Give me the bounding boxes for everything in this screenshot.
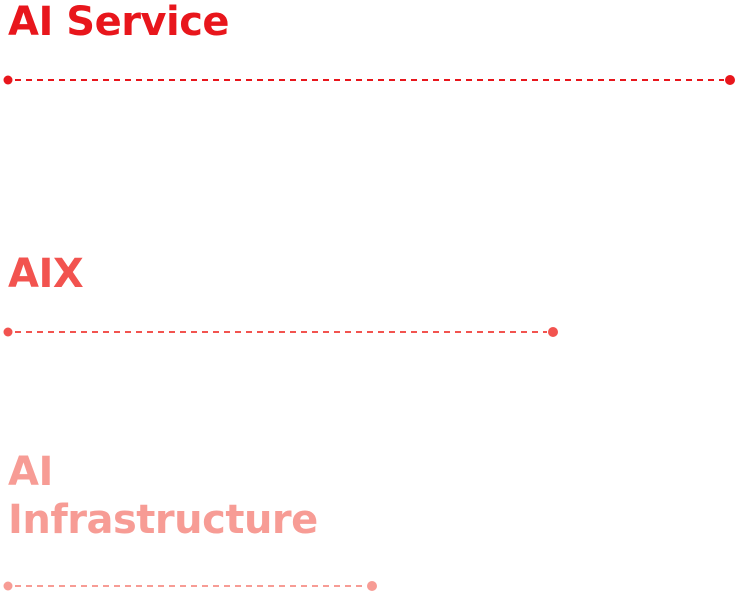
tier-connector-ai-infrastructure	[0, 580, 380, 592]
connector-end-dot	[367, 581, 377, 591]
tier-title-aix: AIX	[8, 251, 84, 297]
tier-title-ai-service: AI Service	[8, 0, 230, 45]
connector-start-dot	[3, 327, 13, 337]
tier-connector-aix	[0, 326, 560, 338]
connector-start-dot	[3, 75, 13, 85]
connector-end-dot	[548, 327, 558, 337]
tier-title-ai-infrastructure-line-2: Infrastructure	[8, 497, 318, 543]
tier-connector-ai-service	[0, 74, 736, 86]
connector-start-dot	[3, 581, 13, 591]
tier-title-ai-infrastructure-line-1: AI	[8, 449, 53, 495]
connector-end-dot	[725, 75, 735, 85]
